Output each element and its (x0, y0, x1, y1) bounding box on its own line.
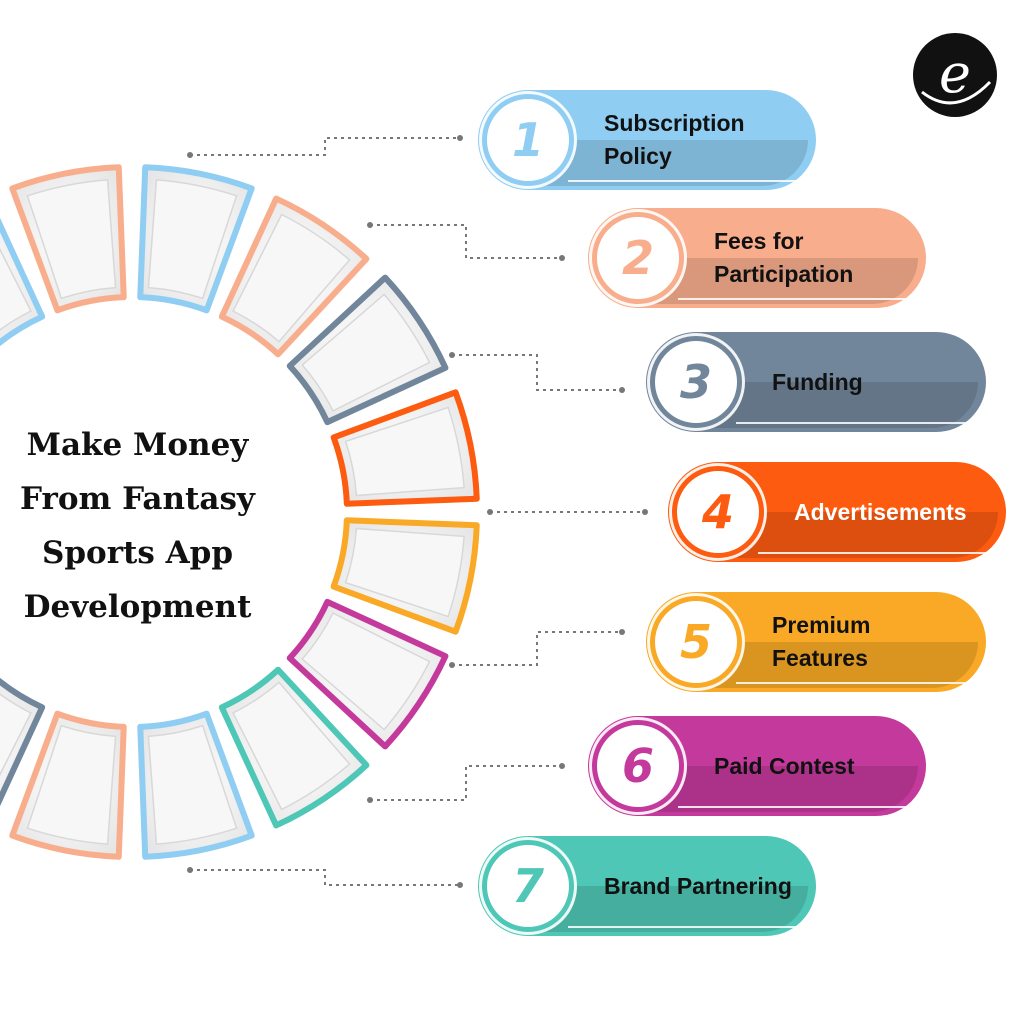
revenue-item-1: 1 Subscription Policy (478, 90, 816, 190)
connector-line (452, 354, 622, 391)
item-label-text: Premium Features (772, 612, 871, 671)
connector-line (190, 869, 460, 886)
ring-segment-inner (344, 406, 465, 497)
item-number: 6 (621, 739, 654, 793)
item-label: Brand Partnering (604, 836, 792, 936)
pill-underline (736, 682, 974, 684)
pill-underline (568, 926, 804, 928)
pill-underline (758, 552, 994, 554)
item-label: Advertisements (794, 462, 967, 562)
number-badge: 3 (650, 336, 742, 428)
number-badge: 7 (482, 840, 574, 932)
connector-dot (457, 882, 463, 888)
ring-segment-inner (0, 247, 32, 331)
item-number: 5 (679, 615, 712, 669)
item-label-text: Subscription Policy (604, 110, 745, 169)
revenue-item-7: 7 Brand Partnering (478, 836, 816, 936)
ring-segment-inner (147, 724, 238, 845)
revenue-item-2: 2 Fees for Participation (588, 208, 926, 308)
item-number: 1 (511, 113, 544, 167)
revenue-item-6: 6 Paid Contest (588, 716, 926, 816)
ring-segment-inner (301, 612, 431, 731)
connector-dot (187, 152, 193, 158)
connector-dot (619, 387, 625, 393)
connector-line (190, 137, 460, 156)
pill-underline (678, 806, 914, 808)
item-label: Paid Contest (714, 716, 855, 816)
item-label: Funding (772, 332, 863, 432)
ring-segment-inner (344, 527, 465, 618)
connector-dot (559, 763, 565, 769)
center-title: Make Money From Fantasy Sports App Devel… (0, 418, 275, 634)
pill-underline (736, 422, 974, 424)
title-line: Development (23, 589, 252, 625)
ring-segment-inner (232, 213, 351, 343)
ring-segment-inner (26, 724, 117, 845)
title-line: From Fantasy (20, 481, 255, 517)
logo-letter: e (939, 42, 971, 105)
connector-dot (457, 135, 463, 141)
item-label: Fees for Participation (714, 208, 902, 308)
ring-segment-inner (232, 681, 351, 811)
item-number: 4 (701, 485, 734, 539)
ring-segment-inner (301, 293, 431, 412)
item-number: 7 (511, 859, 544, 913)
pill-underline (568, 180, 804, 182)
ring-segment-inner (0, 693, 32, 777)
connector-dot (559, 255, 565, 261)
company-logo: e (913, 33, 997, 117)
revenue-item-5: 5 Premium Features (646, 592, 986, 692)
connector-dot (487, 509, 493, 515)
item-label-text: Paid Contest (714, 752, 855, 779)
connector-line (370, 765, 562, 801)
connector-dot (187, 867, 193, 873)
number-badge: 5 (650, 596, 742, 688)
connector-dot (367, 797, 373, 803)
item-label-text: Fees for Participation (714, 228, 854, 287)
number-badge: 6 (592, 720, 684, 812)
revenue-item-4: 4 Advertisements (668, 462, 1006, 562)
title-line: Make Money (26, 427, 249, 463)
connector-line (370, 224, 562, 259)
connector-line (452, 631, 622, 666)
number-badge: 1 (482, 94, 574, 186)
item-number: 3 (679, 355, 712, 409)
item-label-text: Brand Partnering (604, 872, 792, 899)
item-label-text: Funding (772, 368, 863, 395)
title-line: Sports App (41, 535, 234, 571)
number-badge: 2 (592, 212, 684, 304)
connector-dot (642, 509, 648, 515)
connector-dot (367, 222, 373, 228)
pill-underline (678, 298, 914, 300)
connector-dot (449, 662, 455, 668)
ring-segment-inner (26, 179, 117, 300)
ring-segment-inner (147, 179, 238, 300)
revenue-item-3: 3 Funding (646, 332, 986, 432)
item-number: 2 (621, 231, 654, 285)
connector-dot (449, 352, 455, 358)
item-label: Premium Features (772, 592, 962, 692)
number-badge: 4 (672, 466, 764, 558)
item-label: Subscription Policy (604, 90, 792, 190)
connector-dot (619, 629, 625, 635)
item-label-text: Advertisements (794, 498, 967, 525)
